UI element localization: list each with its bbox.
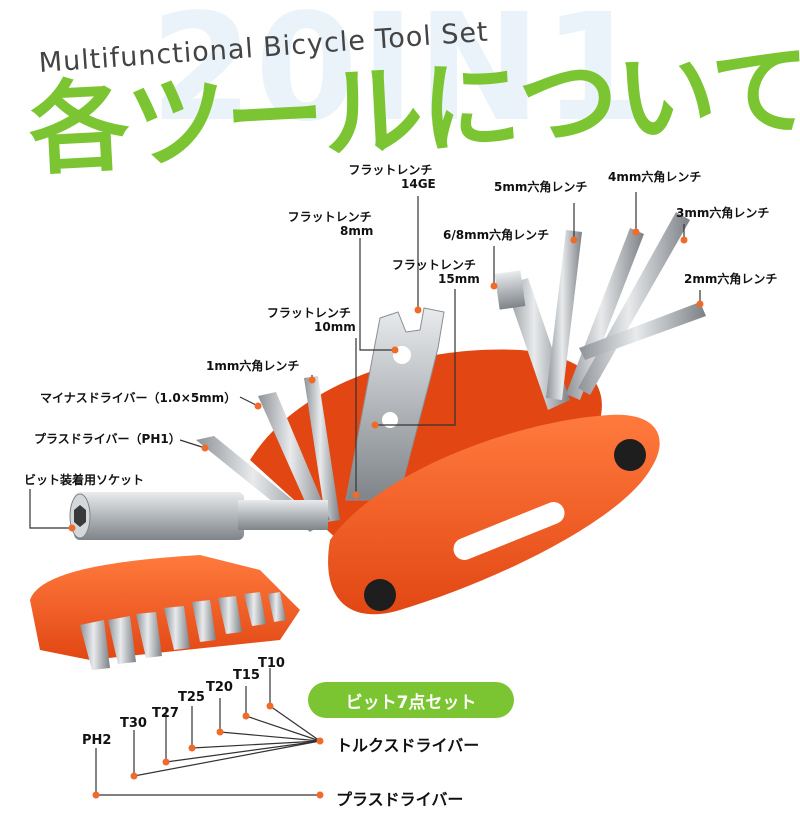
leader-lines bbox=[29, 192, 701, 796]
plate-slot bbox=[453, 502, 565, 560]
hex-keys bbox=[494, 212, 706, 410]
label-hex-1: 1mm六角レンチ bbox=[206, 359, 300, 373]
label-plus-driver: プラスドライバー bbox=[336, 790, 464, 809]
label-plus-driver-ph1: プラスドライバー（PH1） bbox=[34, 432, 181, 446]
label-hex-4: 4mm六角レンチ bbox=[608, 170, 702, 184]
label-minus-driver: マイナスドライバー（1.0×5mm） bbox=[40, 391, 237, 405]
label-bit-t30: T30 bbox=[120, 716, 147, 731]
bit-socket bbox=[69, 492, 328, 540]
label-hex-68: 6/8mm六角レンチ bbox=[443, 228, 550, 242]
label-bit-socket: ビット装着用ソケット bbox=[24, 473, 145, 487]
label-hex-3: 3mm六角レンチ bbox=[676, 206, 770, 220]
label-torx-driver: トルクスドライバー bbox=[336, 736, 480, 755]
bits-row bbox=[80, 592, 286, 670]
front-plate bbox=[328, 414, 660, 615]
label-bit-t20: T20 bbox=[206, 680, 233, 695]
label-hex-5: 5mm六角レンチ bbox=[494, 180, 588, 194]
label-bit-t15: T15 bbox=[233, 668, 260, 683]
background-title: 20IN1 bbox=[150, 0, 648, 154]
screw-left bbox=[364, 579, 396, 611]
label-bit-t25: T25 bbox=[178, 690, 205, 705]
label-bit-ph2: PH2 bbox=[82, 733, 112, 748]
label-hex-2: 2mm六角レンチ bbox=[684, 272, 778, 286]
screw-right bbox=[614, 439, 646, 471]
label-bit-t27: T27 bbox=[152, 706, 179, 721]
label-bit-t10: T10 bbox=[258, 656, 285, 671]
bit-set-badge: ビット7点セット bbox=[308, 682, 514, 718]
leader-dots bbox=[68, 228, 704, 799]
